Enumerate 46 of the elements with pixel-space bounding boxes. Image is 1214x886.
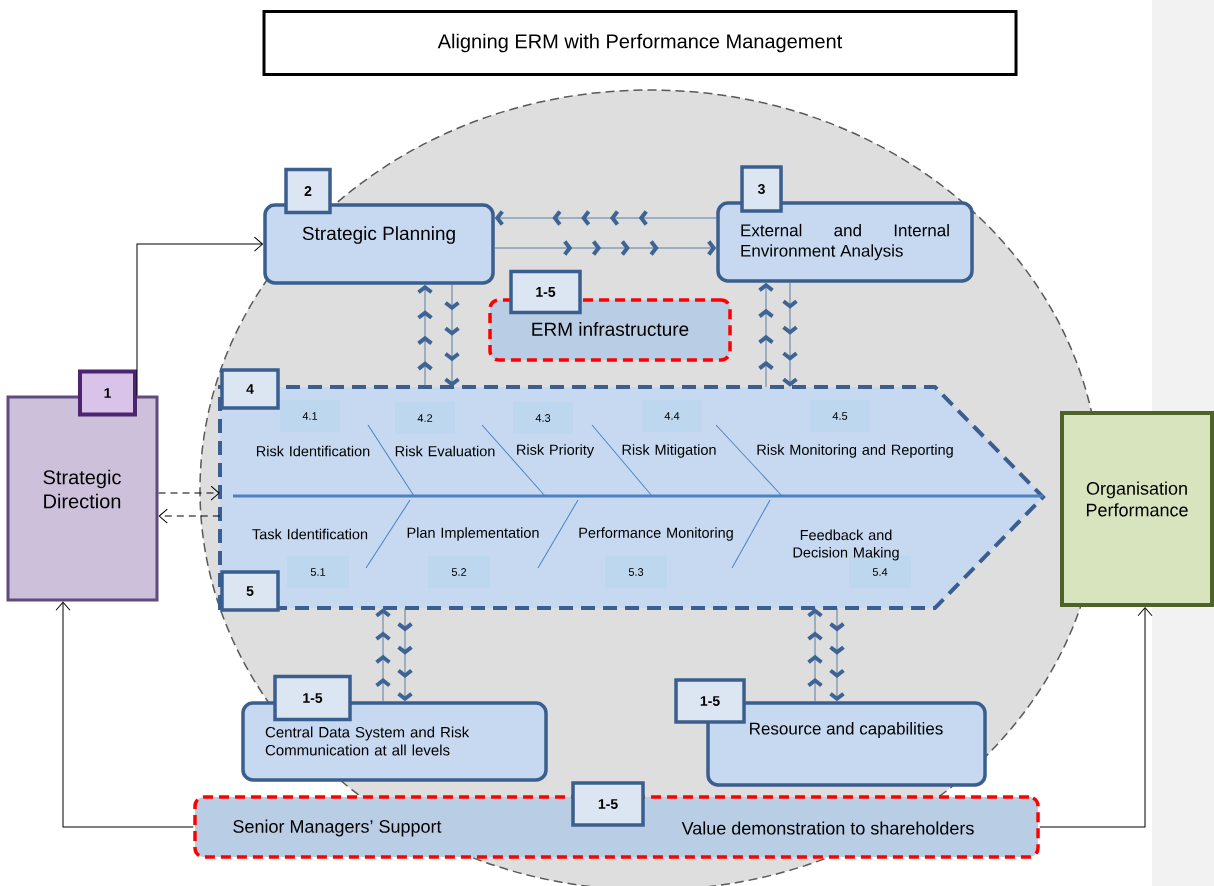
number-tag: 5.3 xyxy=(605,556,667,588)
arrow xyxy=(158,485,220,501)
number-badge: 1-5 xyxy=(273,674,352,722)
dashed-box: ERM infrastructure xyxy=(488,298,732,362)
number-badge: 1-5 xyxy=(674,678,746,724)
process-box: Strategic Planning xyxy=(263,203,495,285)
bone-label: Risk Mitigation xyxy=(622,444,716,458)
bone-label: Plan Implementation xyxy=(407,527,539,541)
chevron-arrows xyxy=(417,284,433,388)
arrow xyxy=(1039,607,1153,828)
title-box: Aligning ERM with Performance Management xyxy=(262,10,1018,76)
number-badge: 5 xyxy=(220,570,280,612)
number-tag: 4.2 xyxy=(395,402,455,434)
node-label: Value demonstration to shareholders xyxy=(681,821,974,835)
arrow xyxy=(136,236,263,396)
number-badge: 1-5 xyxy=(509,269,582,315)
bone-label: Performance Monitoring xyxy=(579,527,733,541)
chevron-arrows xyxy=(375,608,391,702)
chevron-arrows xyxy=(494,210,717,226)
number-tag: 5.2 xyxy=(428,556,490,588)
bone-label: Risk Evaluation xyxy=(395,445,495,457)
number-tag: 5.1 xyxy=(287,556,349,588)
arrow xyxy=(55,601,194,828)
chevron-arrows xyxy=(807,608,823,702)
bone-label: Risk Priority xyxy=(517,444,595,458)
number-tag: 4.3 xyxy=(513,402,573,434)
bone-label: Risk Monitoring and Reporting xyxy=(757,444,953,458)
number-badge: 1-5 xyxy=(571,781,645,827)
bone-label: Risk Identification xyxy=(257,445,370,457)
chevron-arrows xyxy=(782,282,798,387)
process-box: External and Internal Environment Analysis xyxy=(716,201,974,283)
chevron-arrows xyxy=(397,607,413,702)
process-box: Organisation Performance xyxy=(1060,411,1214,607)
chevron-arrows xyxy=(758,282,774,388)
chevron-arrows xyxy=(829,607,845,702)
bone-label: Task Identification xyxy=(252,528,368,540)
number-badge: 4 xyxy=(220,368,280,410)
chevron-arrows xyxy=(494,240,717,256)
number-badge: 3 xyxy=(740,165,783,213)
arrow xyxy=(158,508,221,524)
node-label: Senior Managers’ Support xyxy=(233,819,442,837)
chevron-arrows xyxy=(444,284,460,387)
number-badge: 2 xyxy=(284,167,332,215)
number-tag: 4.4 xyxy=(642,400,702,432)
number-tag: 4.1 xyxy=(280,400,340,432)
number-tag: 4.5 xyxy=(810,400,870,432)
